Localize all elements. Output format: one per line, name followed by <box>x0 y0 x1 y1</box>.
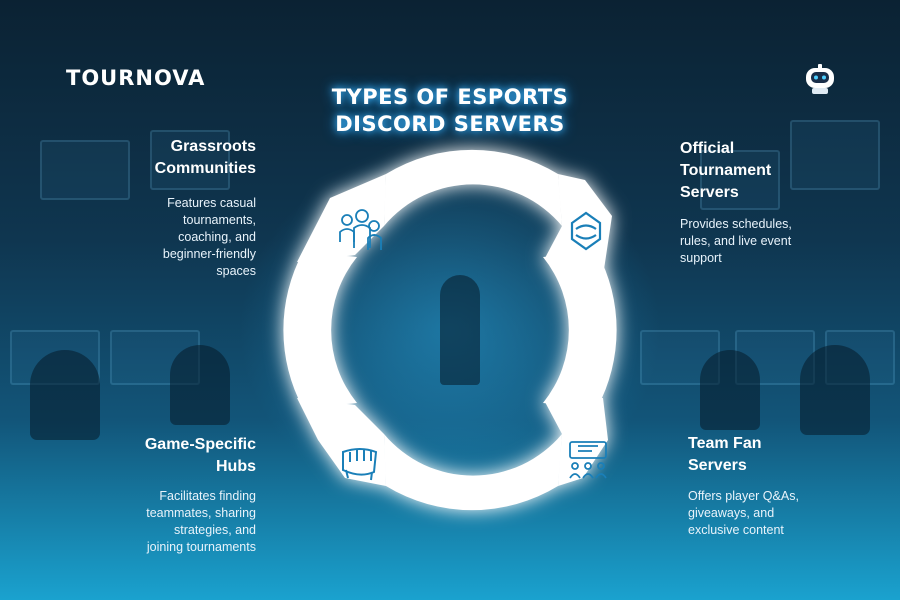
brand-logo[interactable]: TOURNOVA <box>66 66 206 90</box>
official-tournament-heading: Official Tournament Servers <box>680 140 772 201</box>
fist-icon <box>342 448 378 481</box>
ring-segment-top <box>384 149 562 226</box>
grassroots-heading: Grassroots Communities <box>154 138 256 177</box>
arrow-tip-top-right <box>545 174 612 276</box>
audience-stage-icon <box>569 441 607 479</box>
arrow-tip-bottom-left <box>297 398 386 486</box>
team-fan-description: Offers player Q&As, giveaways, and exclu… <box>688 489 799 537</box>
tournament-badge-icon <box>570 211 602 251</box>
ring-segment-right <box>543 252 617 408</box>
title-line-1: TYPES OF ESPORTS <box>331 85 569 109</box>
ring-segment-bottom <box>384 434 562 511</box>
robot-mascot-icon <box>806 64 834 94</box>
official-tournament-description: Provides schedules, rules, and live even… <box>680 217 792 265</box>
title-line-2: DISCORD SERVERS <box>335 112 565 136</box>
people-group-icon <box>339 209 382 250</box>
game-specific-heading: Game-Specific Hubs <box>144 436 256 475</box>
diagram-title: TYPES OF ESPORTS DISCORD SERVERS <box>300 84 600 138</box>
ring-segment-left <box>283 252 357 408</box>
team-fan-heading: Team Fan Servers <box>688 435 762 474</box>
grassroots-description: Features casual tournaments, coaching, a… <box>162 196 256 278</box>
game-specific-description: Facilitates finding teammates, sharing s… <box>146 489 256 554</box>
